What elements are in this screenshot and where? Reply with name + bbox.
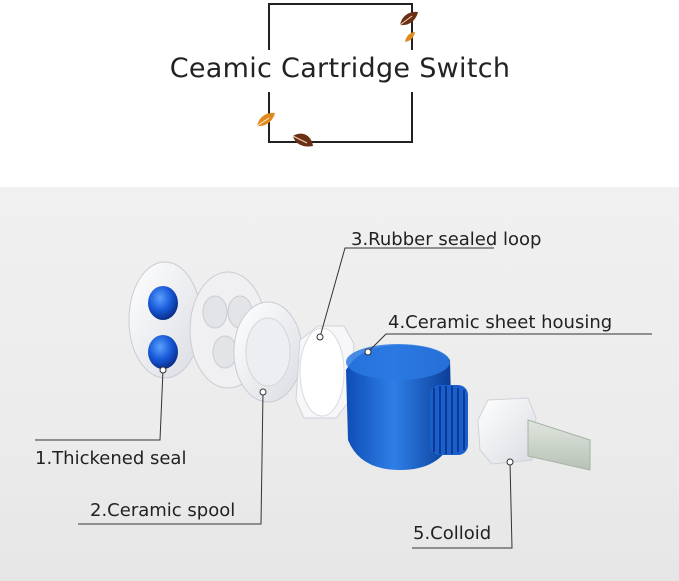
colloid-stem-part <box>478 398 590 470</box>
callout-colloid: 5.Colloid <box>413 523 491 544</box>
callout-thickened-seal: 1.Thickened seal <box>35 448 186 469</box>
rubber-loop-part <box>296 326 354 418</box>
callout-ceramic-sheet-housing: 4.Ceramic sheet housing <box>388 312 612 333</box>
ceramic-housing-part <box>346 344 468 470</box>
callout-rubber-sealed-loop: 3.Rubber sealed loop <box>351 229 542 250</box>
ceramic-spool-part <box>234 302 302 402</box>
callout-ceramic-spool: 2.Ceramic spool <box>90 500 235 521</box>
